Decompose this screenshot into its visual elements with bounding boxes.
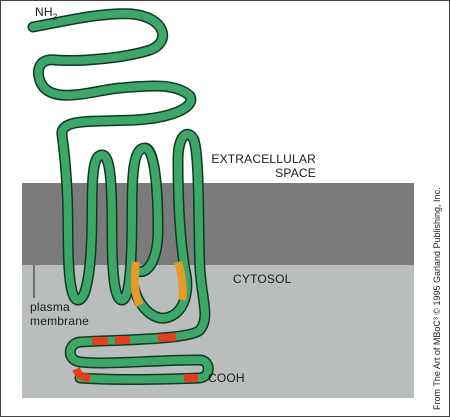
orange-segment-left bbox=[130, 261, 144, 308]
red-segment-3 bbox=[157, 333, 177, 342]
copyright-credit: From The Art of MBoC³ © 1995 Garland Pub… bbox=[432, 187, 442, 410]
extracellular-label-line1: EXTRACELLULAR bbox=[211, 152, 316, 166]
plasma-membrane-label: plasma membrane bbox=[30, 300, 89, 328]
c-terminus-label: COOH bbox=[208, 371, 245, 385]
plasma-membrane-line1: plasma bbox=[30, 300, 70, 314]
lipid-bilayer bbox=[22, 183, 414, 265]
red-segment-4 bbox=[72, 367, 91, 382]
polypeptide-chain bbox=[29, 9, 213, 384]
cytosol-label: CYTOSOL bbox=[233, 272, 292, 286]
n-terminus-label: NH2 bbox=[35, 5, 58, 22]
extracellular-label-line2: SPACE bbox=[275, 166, 316, 180]
orange-segment-right bbox=[174, 260, 187, 301]
extracellular-space-label: EXTRACELLULAR SPACE bbox=[200, 152, 316, 180]
plasma-membrane-line2: membrane bbox=[30, 314, 89, 328]
